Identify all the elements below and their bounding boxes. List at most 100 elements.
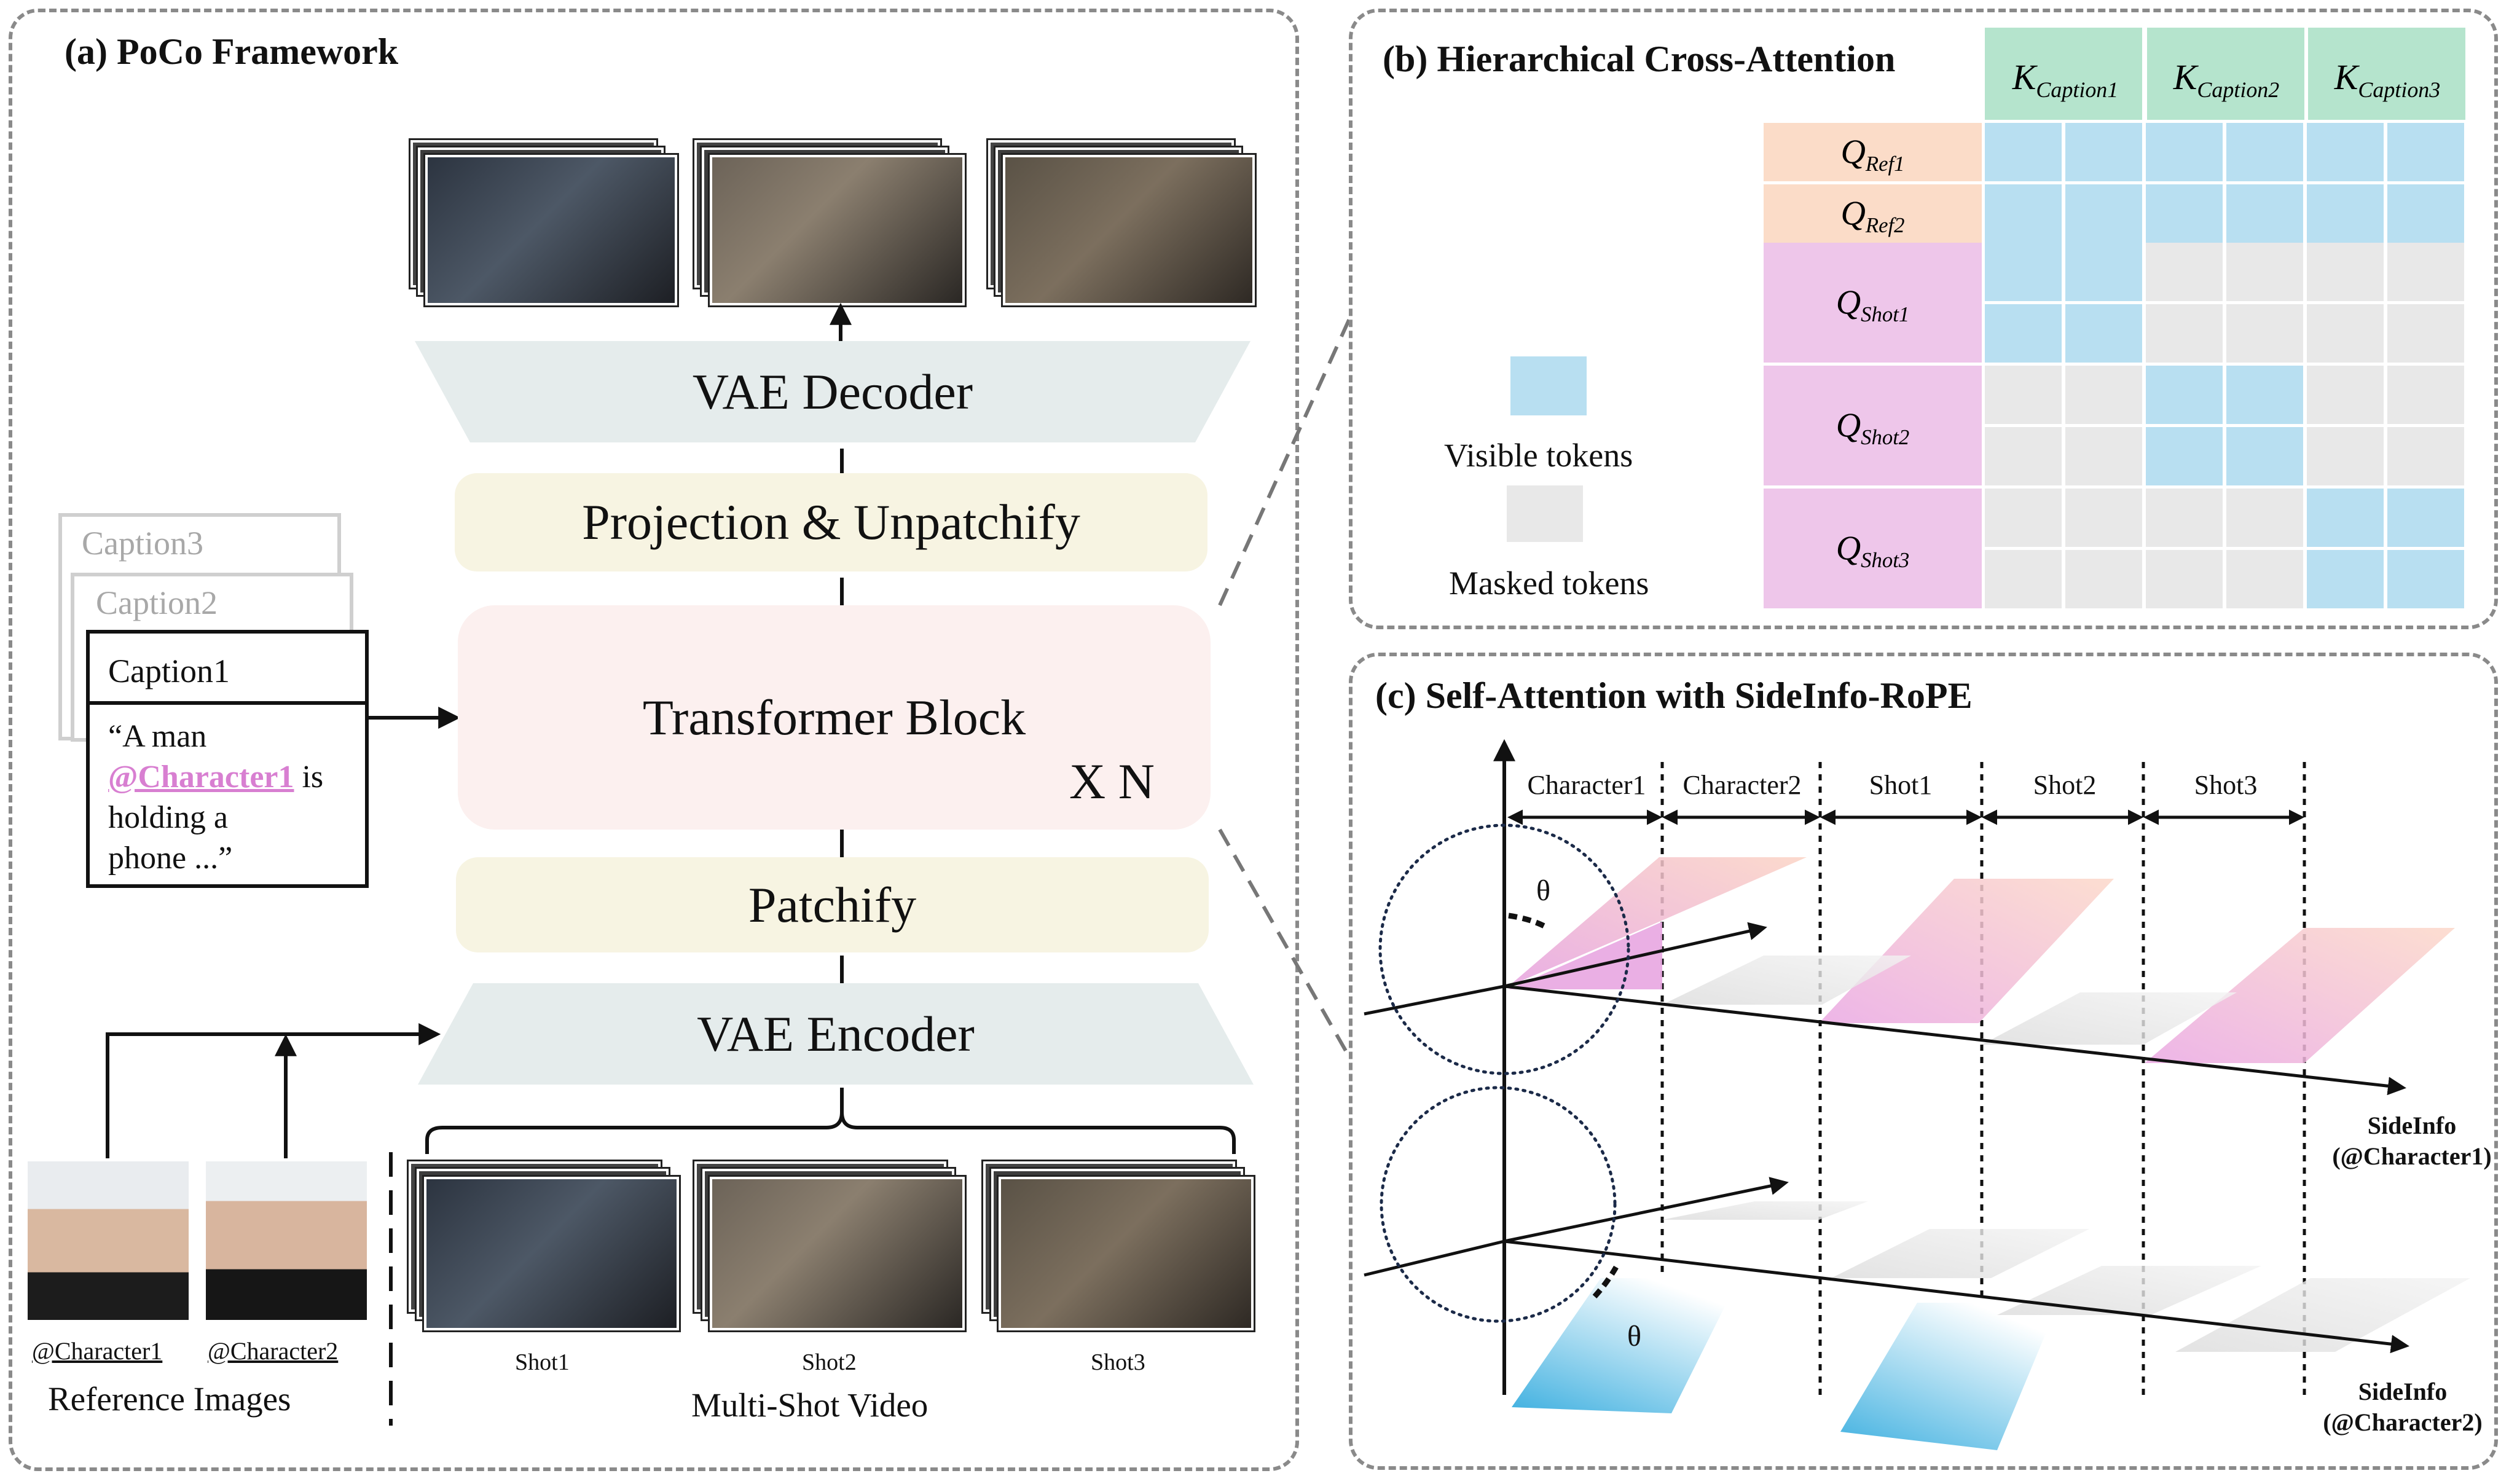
reference-images-label: Reference Images [48,1380,291,1418]
plane-shot1-bottom [1840,1303,2059,1450]
input-shot-2 [710,1177,965,1330]
attention-cell-r6-c2 [2065,427,2142,485]
key-label-2: KCaption2 [2173,57,2280,102]
segment-shot1: Shot1 [1869,770,1933,800]
attention-cell-r7-c4 [2226,489,2303,547]
attention-cell-r5-c2 [2065,366,2142,424]
attention-cell-r5-c1 [1985,366,2062,424]
attention-cell-r7-c3 [2146,489,2223,547]
attention-cell-r3-c3 [2146,243,2223,301]
attention-cell-r3-c4 [2226,243,2303,301]
rotation-circle-top [1378,823,1630,1075]
axis-label-top-2: (@Character1) [2332,1142,2491,1170]
legend-visible-label: Visible tokens [1444,437,1633,474]
attention-cell-r8-c4 [2226,550,2303,608]
panel-b-title: (b) Hierarchical Cross-Attention [1383,39,1896,79]
projection-unpatchify-block: Projection & Unpatchify [455,473,1207,571]
attention-cell-r2-c6 [2387,184,2464,243]
panel-c-title: (c) Self-Attention with SideInfo-RoPE [1375,675,1973,716]
vae-encoder-label: VAE Encoder [697,1005,975,1062]
theta-top: θ [1536,874,1550,907]
multi-shot-video-label: Multi-Shot Video [691,1386,929,1424]
attention-cell-r3-c5 [2307,243,2384,301]
attention-cell-r3-c1 [1985,243,2062,301]
query-label-4: QShot2 [1836,407,1910,449]
transformer-block-label: Transformer Block [642,689,1026,745]
vae-encoder-shape [418,983,1254,1085]
input-shot-1 [424,1177,679,1330]
key-header-2 [2147,28,2304,120]
input-shot-3 [999,1177,1254,1330]
panel-a-title: (a) PoCo Framework [65,31,399,72]
attention-cell-r2-c1 [1985,184,2062,243]
attention-cell-r1-c1 [1985,123,2062,181]
shot-label-3: Shot3 [1091,1349,1145,1375]
query-header-4 [1764,366,1982,485]
key-label-3: KCaption3 [2334,57,2441,102]
attention-cell-r6-c4 [2226,427,2303,485]
axis-label-top-1: SideInfo [2368,1112,2457,1139]
theta-bottom: θ [1627,1320,1641,1352]
attention-cell-r4-c5 [2307,304,2384,363]
caption3-label: Caption3 [82,525,203,562]
attention-cell-r6-c5 [2307,427,2384,485]
query-label-2: QRef2 [1840,195,1904,237]
plane-character1-bottom [1512,1278,1739,1413]
attention-cell-r7-c5 [2307,489,2384,547]
caption1-divider [90,701,365,705]
axis-label-bottom-2: (@Character2) [2323,1408,2482,1436]
query-header-2 [1764,184,1982,243]
plane-gray-1 [1662,956,1911,1005]
attention-cell-r5-c4 [2226,366,2303,424]
ref-name-2: @Character2 [208,1337,339,1365]
plane-character1-top [1509,922,1662,989]
query-label-3: QShot1 [1836,284,1910,326]
reference-image-2 [206,1161,367,1320]
caption1-label: Caption1 [108,653,230,689]
output-frame-1 [425,155,677,305]
attention-cell-r7-c1 [1985,489,2062,547]
attention-cell-r4-c2 [2065,304,2142,363]
plane-shot3-top [2145,928,2455,1063]
attention-cell-r4-c4 [2226,304,2303,363]
caption2-label: Caption2 [96,584,218,621]
attention-cell-r8-c5 [2307,550,2384,608]
patchify-block: Patchify [456,857,1209,952]
character-mention: @Character1 [108,760,294,795]
reference-image-1 [28,1161,189,1320]
attention-cell-r6-c3 [2146,427,2223,485]
attention-cell-r6-c1 [1985,427,2062,485]
caption1-card: Caption1 “A man @Character1 is holding a… [86,630,369,888]
attention-cell-r8-c6 [2387,550,2464,608]
plane-gray-2 [1982,992,2237,1045]
segment-character1: Character1 [1528,770,1646,800]
query-header-5 [1764,489,1982,608]
legend-masked-label: Masked tokens [1449,565,1649,602]
attention-cell-r1-c3 [2146,123,2223,181]
attention-cell-r2-c5 [2307,184,2384,243]
attention-cell-r8-c2 [2065,550,2142,608]
attention-cell-r1-c4 [2226,123,2303,181]
attention-cell-r4-c1 [1985,304,2062,363]
segment-character2: Character2 [1683,770,1802,800]
transformer-block: Transformer Block [458,605,1211,830]
attention-cell-r4-c6 [2387,304,2464,363]
key-header-1 [1985,28,2142,120]
attention-cell-r5-c3 [2146,366,2223,424]
attention-cell-r1-c5 [2307,123,2384,181]
output-frame-2 [710,155,965,305]
shot-label-1: Shot1 [515,1349,570,1375]
attention-cell-r5-c6 [2387,366,2464,424]
attention-cell-r2-c2 [2065,184,2142,243]
key-header-3 [2308,28,2465,120]
attention-cell-r3-c2 [2065,243,2142,301]
key-label-1: KCaption1 [2012,57,2119,102]
legend-masked-swatch [1507,485,1583,542]
rotation-circle-bottom [1380,1086,1617,1323]
attention-cell-r2-c4 [2226,184,2303,243]
query-label-5: QShot3 [1836,530,1910,572]
vae-decoder-shape [415,341,1251,442]
